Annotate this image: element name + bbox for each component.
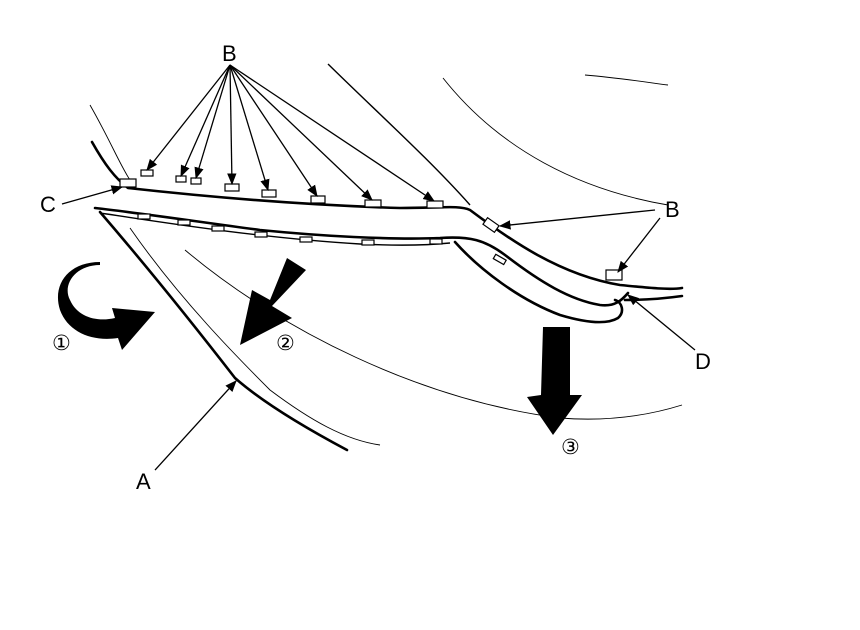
clip-slot bbox=[492, 253, 508, 266]
clip-slot bbox=[429, 238, 443, 245]
clip bbox=[140, 169, 154, 177]
clip-slot bbox=[361, 239, 375, 246]
callout-a: A bbox=[136, 469, 151, 494]
down-left-arrow-icon bbox=[240, 258, 306, 345]
clip bbox=[224, 183, 240, 192]
clip-slot bbox=[254, 231, 268, 238]
vehicle-body-contours bbox=[89, 63, 683, 446]
callout-d: D bbox=[695, 349, 711, 374]
clip bbox=[175, 175, 187, 183]
clip bbox=[310, 195, 326, 204]
rotate-arrow-icon bbox=[57, 262, 155, 350]
clip-slot bbox=[177, 219, 191, 226]
callout-b-top: B bbox=[222, 41, 237, 66]
clip bbox=[261, 189, 277, 198]
retaining-clips bbox=[119, 169, 623, 281]
step-three: ③ bbox=[561, 435, 580, 459]
clip bbox=[426, 200, 444, 209]
bumper-lower-face bbox=[98, 210, 349, 452]
clip-slot bbox=[211, 225, 225, 232]
callout-b-right: B bbox=[665, 197, 680, 222]
step-one: ① bbox=[52, 331, 71, 355]
clip-slot bbox=[299, 236, 313, 243]
step-two: ② bbox=[276, 331, 295, 355]
callout-leaders bbox=[61, 64, 696, 471]
clip-slot bbox=[137, 213, 151, 220]
callout-labels: B B C D A bbox=[40, 41, 711, 494]
step-numbers: ① ② ③ bbox=[52, 331, 580, 459]
garnish-strip bbox=[93, 206, 630, 324]
clip bbox=[190, 177, 202, 185]
clip bbox=[364, 199, 382, 208]
callout-c: C bbox=[40, 192, 56, 217]
down-arrow-icon bbox=[527, 327, 582, 435]
motion-arrows bbox=[57, 258, 582, 435]
clip bbox=[605, 269, 623, 281]
clip bbox=[482, 216, 500, 234]
clip bbox=[119, 178, 137, 188]
